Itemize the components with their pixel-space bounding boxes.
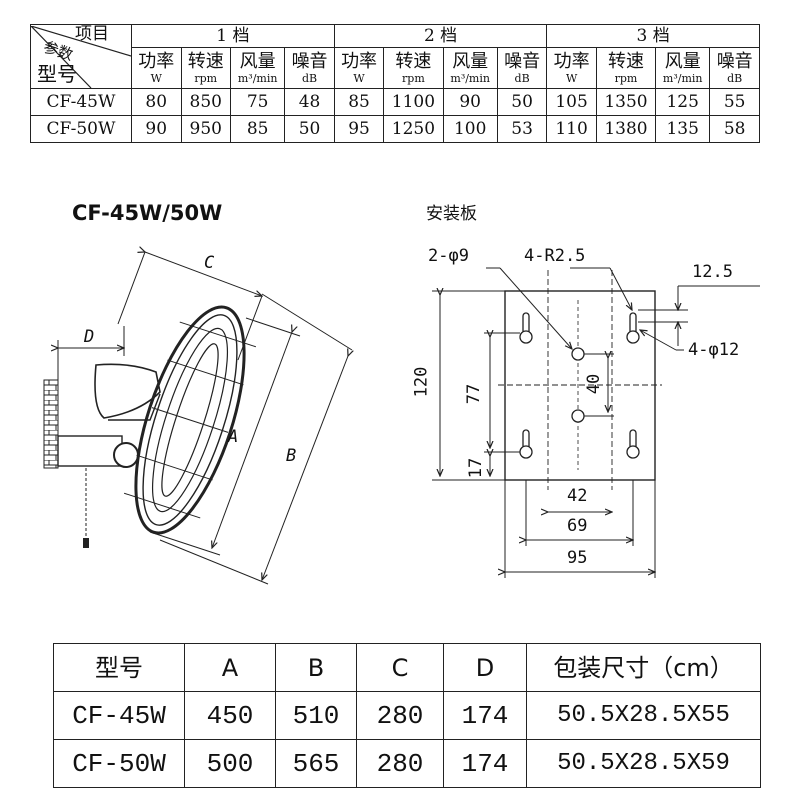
value-cell: 174: [443, 739, 527, 788]
value-cell: 1250: [383, 115, 444, 143]
package-size-cell: 50.5X28.5X59: [526, 739, 761, 788]
value-cell: 90: [131, 115, 182, 143]
center-hole: [571, 347, 585, 361]
value-cell: 95: [333, 115, 385, 143]
column-header: D: [443, 643, 527, 692]
center-hole: [571, 409, 585, 423]
value-cell: 450: [184, 691, 276, 740]
column-header: 包装尺寸（cm）: [526, 643, 761, 692]
table-row: CF-50W 90 950 85 50 95 1250 100 53 110 1…: [30, 115, 760, 143]
pivot-knob: [113, 442, 139, 468]
wall-bracket: [57, 435, 123, 467]
dim-label-a: A: [228, 427, 239, 447]
dim-bottom-offset: 17: [466, 457, 487, 479]
corner-diagonals: [31, 25, 131, 88]
value-cell: 950: [180, 115, 231, 143]
column-header: A: [184, 643, 276, 692]
gear-1-header: 1 档: [131, 24, 335, 48]
value-cell: 125: [655, 88, 711, 116]
corner-item-label: 项目: [75, 23, 109, 44]
value-cell: 80: [131, 88, 182, 116]
value-cell: 85: [229, 115, 286, 143]
column-header: B: [275, 643, 357, 692]
value-cell: 50: [284, 115, 335, 143]
value-cell: 850: [180, 88, 231, 116]
value-cell: 500: [184, 739, 276, 788]
dim-width-inner: 42: [567, 486, 588, 506]
keyhole-slot: [519, 312, 533, 344]
dim-width-total: 95: [567, 548, 588, 568]
value-cell: 90: [442, 88, 498, 116]
dim-label-b: B: [286, 446, 297, 466]
value-cell: 58: [709, 115, 760, 143]
model-cell: CF-45W: [53, 691, 185, 740]
dim-hole-small: 2-φ9: [428, 246, 469, 266]
value-cell: 100: [442, 115, 498, 143]
dim-offset: 12.5: [692, 262, 733, 282]
dim-label-c: C: [204, 253, 215, 273]
dim-inner-height: 77: [464, 383, 485, 405]
dim-label-d: D: [84, 327, 95, 347]
table-row: CF-45W 80 850 75 48 85 1100 90 50 105 13…: [30, 88, 760, 116]
header-row: 型号 A B C D 包装尺寸（cm）: [53, 643, 761, 692]
dim-radius: 4-R2.5: [524, 246, 586, 266]
technical-drawings: [43, 0, 760, 585]
dim-hole-large: 4-φ12: [688, 340, 740, 360]
value-cell: 135: [655, 115, 711, 143]
brick-wall: [43, 379, 59, 469]
pull-cord-handle: [83, 538, 89, 548]
value-cell: 510: [275, 691, 357, 740]
dim-center-gap: 40: [584, 373, 605, 395]
dimension-table: 型号 A B C D 包装尺寸（cm） CF-45W 450 510 280 1…: [53, 643, 761, 788]
column-header: C: [356, 643, 444, 692]
plate-title: 安装板: [426, 204, 477, 224]
column-header: 型号: [53, 643, 185, 692]
fan-model-title: CF-45W/50W: [72, 201, 223, 225]
keyhole-slot: [626, 429, 640, 459]
corner-model-label: 型号: [37, 61, 77, 86]
corner-cell: 项目 参数 型号: [30, 23, 132, 89]
dim-height: 120: [411, 366, 432, 398]
dim-width-mid: 69: [567, 516, 588, 536]
table-row: CF-45W 450 510 280 174 50.5X28.5X55: [53, 691, 761, 740]
fan-side-view: [43, 252, 352, 585]
value-cell: 48: [284, 88, 335, 116]
mounting-plate-drawing: [432, 267, 760, 578]
gear-3-header: 3 档: [546, 24, 760, 48]
value-cell: 174: [443, 691, 527, 740]
model-cell: CF-50W: [30, 115, 132, 143]
model-cell: CF-50W: [53, 739, 185, 788]
motor-housing: [94, 363, 161, 419]
keyhole-slot: [626, 312, 640, 344]
value-cell: 280: [356, 739, 444, 788]
value-cell: 280: [356, 691, 444, 740]
value-cell: 565: [275, 739, 357, 788]
package-size-cell: 50.5X28.5X55: [526, 691, 761, 740]
table-row: CF-50W 500 565 280 174 50.5X28.5X59: [53, 739, 761, 788]
value-cell: 53: [496, 115, 548, 143]
value-cell: 110: [546, 115, 597, 143]
keyhole-slot: [519, 429, 533, 459]
